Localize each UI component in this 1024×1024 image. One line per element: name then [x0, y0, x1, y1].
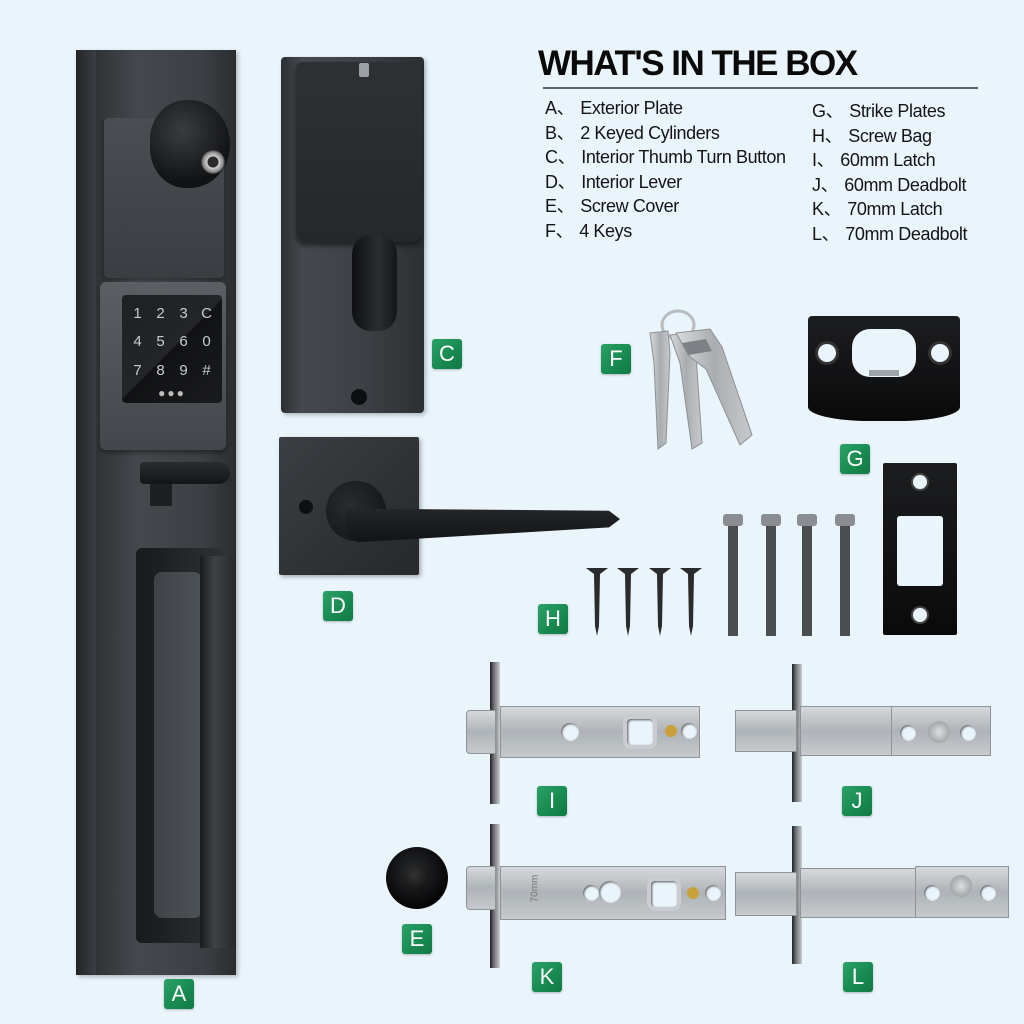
- badge-g: G: [840, 444, 870, 474]
- keypad-key: 8: [156, 362, 165, 380]
- keypad-indicator-icon: ●●●: [158, 385, 186, 400]
- screw-icon: [359, 63, 369, 77]
- latch-bolt: [466, 866, 496, 910]
- list-item: J、60mm Deadbolt: [812, 174, 967, 195]
- badge-f: F: [601, 344, 631, 374]
- badge-a: A: [164, 979, 194, 1009]
- latch-bolt: [466, 710, 496, 754]
- list-item: H、Screw Bag: [812, 125, 932, 146]
- keypad-key: 3: [179, 304, 188, 322]
- keypad-key: 2: [156, 304, 165, 322]
- mount-hole: [299, 500, 313, 514]
- latch-body-60mm: [500, 706, 700, 758]
- keyed-cylinder: [150, 100, 230, 188]
- badge-c: C: [432, 339, 462, 369]
- deadbolt-cam-60mm: [891, 706, 991, 756]
- keyhole-icon: [201, 150, 225, 174]
- keypad-key: 6: [179, 333, 188, 351]
- deadbolt-housing: [800, 868, 920, 918]
- list-item: D、Interior Lever: [545, 171, 682, 192]
- machine-screws-icon: [723, 514, 855, 636]
- deadbolt-bolt: [735, 872, 797, 916]
- wood-screws-icon: [586, 568, 702, 636]
- badge-j: J: [842, 786, 872, 816]
- list-item: B、2 Keyed Cylinders: [545, 122, 720, 143]
- title-divider: [543, 87, 978, 89]
- latch-body-70mm: 70mm: [500, 866, 726, 920]
- strike-opening: [852, 329, 916, 377]
- keys-icon: [649, 309, 753, 450]
- screw-hole: [931, 344, 949, 362]
- screw-hole: [818, 344, 836, 362]
- battery-cover: [296, 62, 422, 242]
- list-item: G、Strike Plates: [812, 101, 946, 121]
- mount-hole: [351, 389, 367, 405]
- list-item: L、70mm Deadbolt: [812, 223, 968, 244]
- screw-hole: [913, 475, 927, 489]
- strike-opening: [897, 516, 943, 586]
- thumb-turn-button: [352, 235, 397, 331]
- keypad-key: 4: [133, 333, 142, 351]
- list-item: F、4 Keys: [545, 220, 632, 241]
- deadbolt-housing: [800, 706, 895, 756]
- badge-l: L: [843, 962, 873, 992]
- keypad-key: 1: [133, 304, 142, 322]
- keypad-key: C: [201, 304, 212, 322]
- deadbolt-cam-70mm: [915, 866, 1009, 918]
- pull-handle-inner: [154, 572, 202, 918]
- list-item: A、Exterior Plate: [545, 98, 683, 118]
- keypad-key: 5: [156, 333, 165, 351]
- deadbolt-faceplate: [792, 826, 802, 964]
- screw-hole: [913, 608, 927, 622]
- badge-i: I: [537, 786, 567, 816]
- keypad: 1 2 3 C 4 5 6 0 7 8 9 # ●●●: [122, 295, 222, 403]
- pull-handle-bar: [200, 556, 236, 948]
- screw-cover-cap: [404, 865, 430, 891]
- deadbolt-bolt: [735, 710, 797, 752]
- deadbolt-faceplate: [792, 664, 802, 802]
- badge-k: K: [532, 962, 562, 992]
- strike-lip: [869, 370, 899, 376]
- exterior-plate-edge: [76, 50, 96, 975]
- keypad-key: #: [202, 362, 211, 380]
- contents-list-right: G、Strike Plates H、Screw Bag I、60mm Latch…: [812, 99, 968, 246]
- list-item: K、70mm Latch: [812, 199, 943, 219]
- keypad-key: 9: [179, 362, 188, 380]
- list-item: C、Interior Thumb Turn Button: [545, 147, 786, 167]
- contents-list-left: A、Exterior Plate B、2 Keyed Cylinders C、I…: [545, 96, 786, 243]
- keypad-key: 7: [133, 362, 142, 380]
- list-item: E、Screw Cover: [545, 196, 679, 216]
- badge-h: H: [538, 604, 568, 634]
- keypad-key: 0: [202, 333, 211, 351]
- page-title: WHAT'S IN THE BOX: [538, 44, 858, 83]
- list-item: I、60mm Latch: [812, 150, 936, 170]
- thumb-lever: [140, 462, 230, 484]
- badge-d: D: [323, 591, 353, 621]
- badge-e: E: [402, 924, 432, 954]
- latch-stamp: 70mm: [529, 874, 541, 903]
